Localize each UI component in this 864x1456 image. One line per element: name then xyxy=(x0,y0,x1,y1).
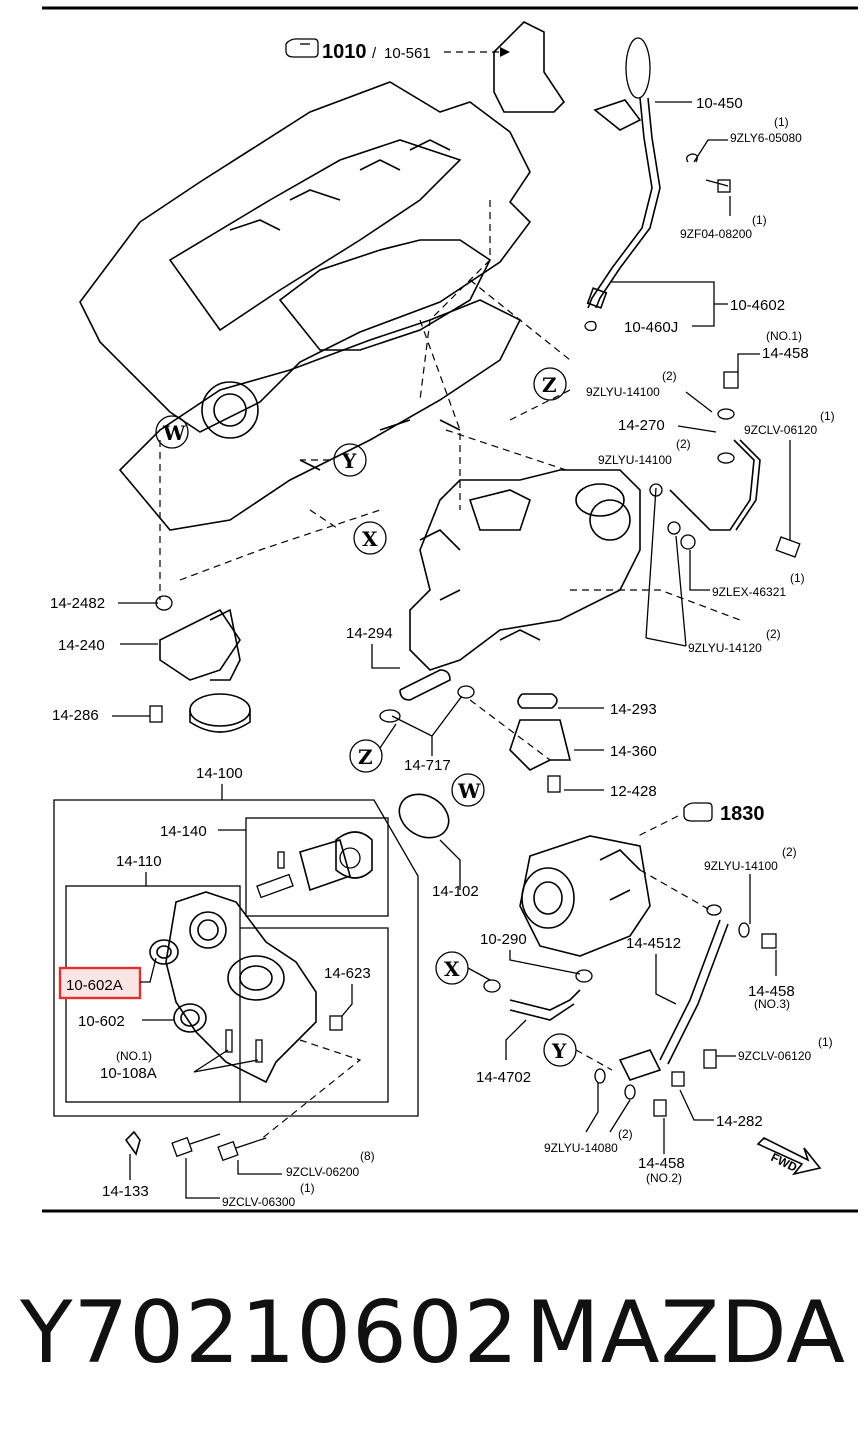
callout-10-290[interactable]: 10-290 xyxy=(480,931,527,948)
svg-text:(2): (2) xyxy=(766,627,781,641)
callout-9ZCLV-06300[interactable]: 9ZCLV-06300 xyxy=(222,1195,295,1209)
svg-text:(NO.2): (NO.2) xyxy=(646,1171,682,1185)
ref-sub[interactable]: 10-561 xyxy=(384,45,431,62)
brand-name: MAZDA xyxy=(525,1283,846,1383)
callout-12-428[interactable]: 12-428 xyxy=(610,783,657,800)
dipstick xyxy=(493,21,661,309)
callout-14-100[interactable]: 14-100 xyxy=(196,765,243,782)
callout-14-360[interactable]: 14-360 xyxy=(610,743,657,760)
callout-14-282[interactable]: 14-282 xyxy=(716,1113,763,1130)
svg-text:(2): (2) xyxy=(676,437,691,451)
ref-hand-icon xyxy=(285,38,319,58)
callout-14-458-no3[interactable]: 14-458 xyxy=(748,983,795,1000)
engine-block xyxy=(79,81,571,531)
turbocharger xyxy=(409,469,641,671)
callout-10-602[interactable]: 10-602 xyxy=(78,1013,125,1030)
callout-14-294[interactable]: 14-294 xyxy=(346,625,393,642)
alternator xyxy=(519,835,651,957)
callout-14-623[interactable]: 14-623 xyxy=(324,965,371,982)
callout-14-286[interactable]: 14-286 xyxy=(52,707,99,724)
ref-main[interactable]: 1010 xyxy=(322,41,367,63)
ref-alt[interactable]: 1830 xyxy=(720,803,765,825)
callout-14-240[interactable]: 14-240 xyxy=(58,637,105,654)
svg-text:X: X xyxy=(362,527,378,551)
callout-9ZCLV-06200[interactable]: 9ZCLV-06200 xyxy=(286,1165,359,1179)
callout-9ZF04-08200[interactable]: 9ZF04-08200 xyxy=(680,227,752,241)
svg-text:(2): (2) xyxy=(618,1127,633,1141)
part-number: Y70210602 xyxy=(20,1283,520,1383)
timing-cover-group: 14-100 14-140 14-110 10-602 10-602A 14- xyxy=(53,765,419,1141)
callout-10-4602[interactable]: 10-4602 xyxy=(730,297,785,314)
svg-text:(2): (2) xyxy=(662,369,677,383)
svg-text:(1): (1) xyxy=(790,571,805,585)
svg-text:(1): (1) xyxy=(300,1181,315,1195)
marker-X-top: X xyxy=(353,521,387,555)
svg-text:(1): (1) xyxy=(820,409,835,423)
marker-Y-bottom: Y xyxy=(543,1033,577,1067)
svg-text:(2): (2) xyxy=(782,845,797,859)
svg-text:Y: Y xyxy=(551,1039,567,1063)
callout-14-140[interactable]: 14-140 xyxy=(160,823,207,840)
callout-14-102[interactable]: 14-102 xyxy=(432,883,479,900)
callout-9ZLYU-14080[interactable]: 9ZLYU-14080 xyxy=(544,1141,618,1155)
callout-9ZLYU-14100-a[interactable]: 9ZLYU-14100 xyxy=(586,385,660,399)
callout-10-108A[interactable]: 10-108A xyxy=(100,1065,157,1082)
oil-strainer xyxy=(159,608,251,733)
fwd-arrow-icon: FWD xyxy=(756,1137,822,1176)
svg-text:X: X xyxy=(444,957,460,981)
marker-X-bottom: X xyxy=(435,951,469,985)
svg-text:(NO.1): (NO.1) xyxy=(116,1049,152,1063)
callout-9ZLYU-14100-c[interactable]: 9ZLYU-14100 xyxy=(704,859,778,873)
callout-9ZLYU-14120[interactable]: 9ZLYU-14120 xyxy=(688,641,762,655)
svg-text:W: W xyxy=(457,779,481,803)
ref-hand-icon-2 xyxy=(683,802,713,822)
callout-9ZCLV-06120-a[interactable]: 9ZCLV-06120 xyxy=(744,423,817,437)
svg-text:(NO.3): (NO.3) xyxy=(754,997,790,1011)
callout-10-450[interactable]: 10-450 xyxy=(696,95,743,112)
svg-text:(1): (1) xyxy=(774,115,789,129)
footer: Y70210602 MAZDA xyxy=(0,1290,864,1410)
callout-14-270[interactable]: 14-270 xyxy=(618,417,665,434)
callout-9ZLY6-05080[interactable]: 9ZLY6-05080 xyxy=(730,131,802,145)
marker-W-top: W xyxy=(155,415,189,449)
callout-14-458-no1[interactable]: 14-458 xyxy=(762,345,809,362)
svg-text:Y: Y xyxy=(341,449,357,473)
svg-text:Z: Z xyxy=(542,373,557,397)
callout-10-460J[interactable]: 10-460J xyxy=(624,319,678,336)
callout-14-110[interactable]: 14-110 xyxy=(116,853,162,870)
callout-9ZLEX-46321[interactable]: 9ZLEX-46321 xyxy=(712,585,786,599)
callout-14-293[interactable]: 14-293 xyxy=(610,701,657,718)
marker-Z-mid: Z xyxy=(349,739,383,773)
callout-9ZCLV-06120-b[interactable]: 9ZCLV-06120 xyxy=(738,1049,811,1063)
callout-14-4702[interactable]: 14-4702 xyxy=(476,1069,531,1086)
callout-14-4512[interactable]: 14-4512 xyxy=(626,935,681,952)
svg-text:(8): (8) xyxy=(360,1149,375,1163)
marker-Z-top: Z xyxy=(533,367,567,401)
svg-text:/: / xyxy=(372,45,377,62)
svg-text:W: W xyxy=(162,421,186,445)
callout-14-2482[interactable]: 14-2482 xyxy=(50,595,105,612)
svg-text:Z: Z xyxy=(358,745,373,769)
svg-text:(1): (1) xyxy=(818,1035,833,1049)
callout-14-458-no2[interactable]: 14-458 xyxy=(638,1155,685,1172)
marker-W-mid: W xyxy=(451,773,485,807)
callout-10-602A-highlighted[interactable]: 10-602A xyxy=(66,977,123,994)
callout-14-717[interactable]: 14-717 xyxy=(404,757,451,774)
callout-14-133[interactable]: 14-133 xyxy=(102,1183,149,1200)
highlight-box xyxy=(58,966,142,1000)
svg-text:(NO.1): (NO.1) xyxy=(766,329,802,343)
marker-Y-top: Y xyxy=(333,443,367,477)
timing-cover xyxy=(165,891,317,1084)
callout-9ZLYU-14100-b[interactable]: 9ZLYU-14100 xyxy=(598,453,672,467)
svg-text:(1): (1) xyxy=(752,213,767,227)
